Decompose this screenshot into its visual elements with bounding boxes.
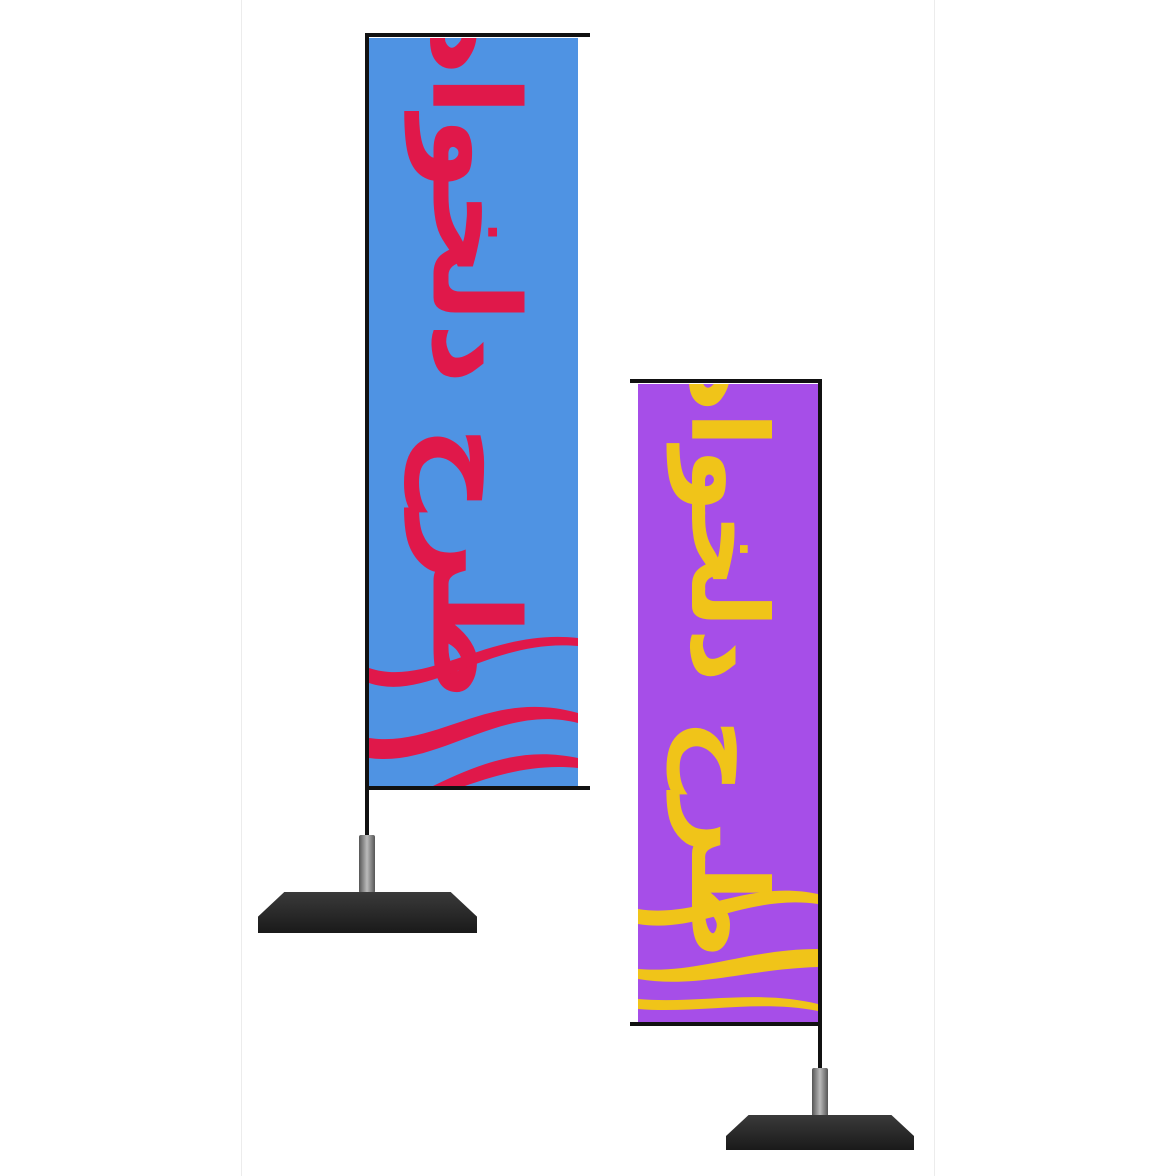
- flag-fabric: طرح دلخواه: [369, 38, 578, 786]
- weighted-base: [726, 1115, 914, 1150]
- flag-fabric: طرح دلخواه: [638, 384, 818, 1023]
- bottom-bar: [630, 1022, 822, 1026]
- wave-decoration: [369, 636, 578, 786]
- page-edge-right: [934, 0, 935, 1176]
- top-bar: [630, 379, 822, 383]
- pole-joint: [359, 835, 375, 893]
- bottom-bar: [365, 786, 590, 790]
- pole-joint: [812, 1068, 828, 1118]
- wave-decoration: [638, 890, 818, 1011]
- top-bar: [365, 33, 590, 37]
- flag-pole: [365, 33, 369, 893]
- flag-text: طرح دلخواه: [667, 384, 789, 959]
- flag-text: طرح دلخواه: [404, 38, 543, 701]
- weighted-base: [258, 892, 477, 933]
- flag-pole: [818, 379, 822, 1119]
- page-edge-left: [241, 0, 242, 1176]
